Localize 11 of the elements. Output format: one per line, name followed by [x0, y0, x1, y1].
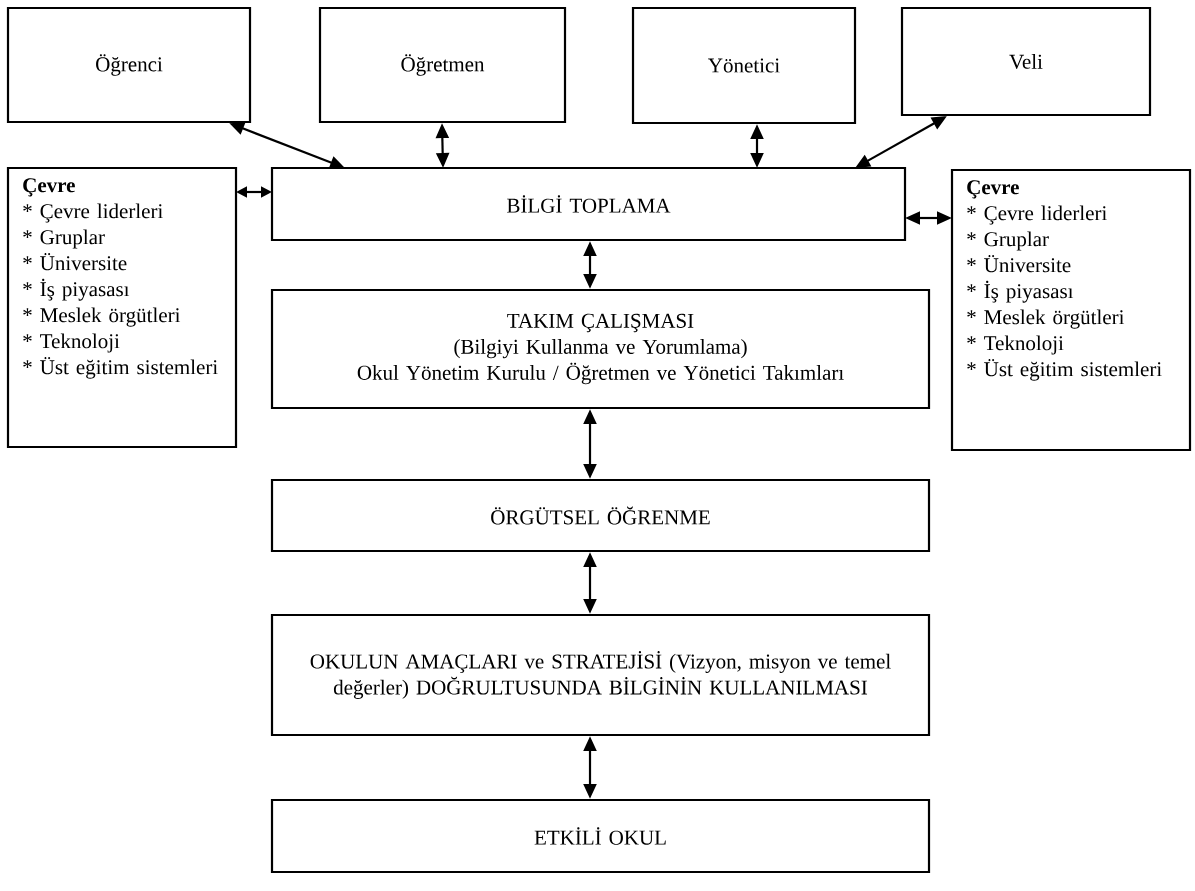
- process-box: Yönetici: [631, 6, 857, 125]
- list-box: Çevre * Çevre liderleri * Gruplar * Üniversite * İş piyasası * Meslek örgütleri * Teknoloji * Üst eğitim sistemleri: [950, 168, 1192, 452]
- list-box: Çevre * Çevre liderleri * Gruplar * Üniversite * İş piyasası * Meslek örgütleri * Teknoloji * Üst eğitim sistemleri: [6, 166, 238, 449]
- process-box: TAKIM ÇALIŞMASI (Bilgiyi Kullanma ve Yorumlama) Okul Yönetim Kurulu / Öğretmen ve Yönetici Takımları: [270, 288, 931, 410]
- process-box: Veli: [900, 6, 1152, 117]
- process-box: BİLGİ TOPLAMA: [270, 166, 907, 242]
- process-box: Öğrenci: [6, 6, 252, 124]
- process-box: Öğretmen: [318, 6, 567, 124]
- process-box: ETKİLİ OKUL: [270, 798, 931, 874]
- process-box: OKULUN AMAÇLARI ve STRATEJİSİ (Vizyon, misyon ve temel değerler) DOĞRULTUSUNDA BİLGİNİN KULLANILMASI: [270, 613, 931, 737]
- process-box: ÖRGÜTSEL ÖĞRENME: [270, 478, 931, 553]
